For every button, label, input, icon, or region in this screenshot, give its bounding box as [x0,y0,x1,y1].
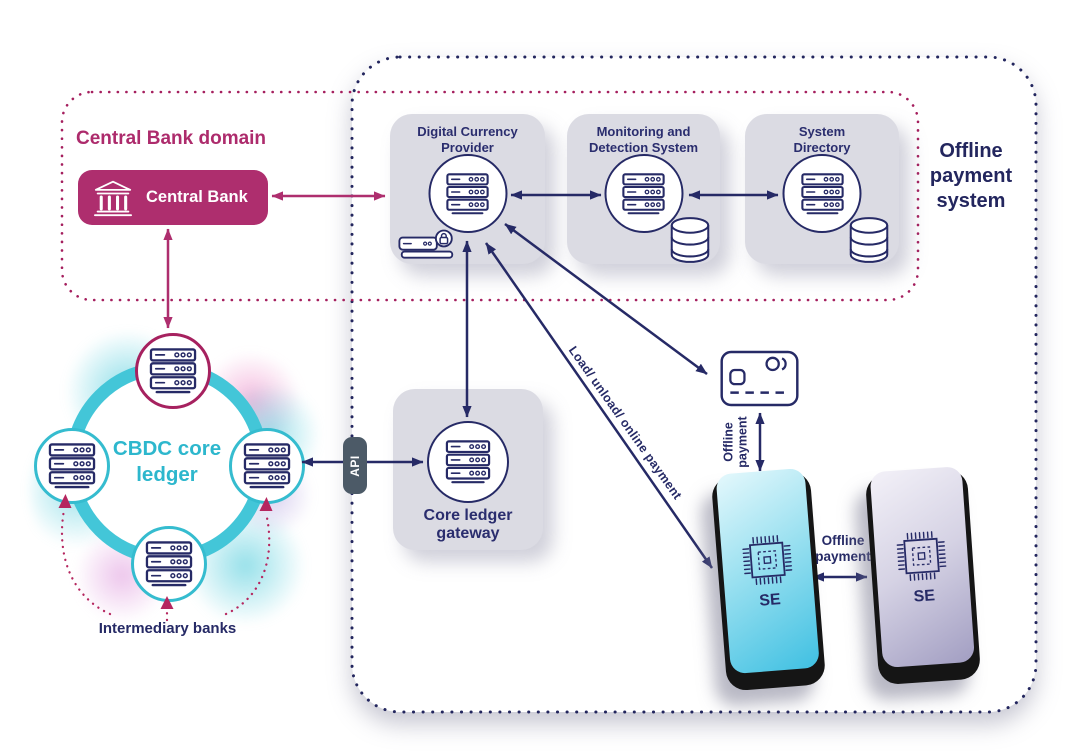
bank-icon [92,179,134,217]
api-pill: API [343,437,367,494]
sd-server-hub [782,154,862,233]
phone-left-screen: SE [715,467,820,675]
offline-payment-p2p-label: Offline payment [815,533,871,564]
api-label: API [347,454,362,477]
cbdc-node-right [229,428,305,504]
cbdc-node-central-bank [135,333,211,409]
server-icon [47,443,97,489]
server-icon [144,541,194,587]
gateway-server-hub [427,421,509,503]
cbdc-node-left [34,428,110,504]
central-bank-label: Central Bank [146,188,248,206]
server-icon [148,348,198,394]
hsm-lock-icon [398,229,456,261]
server-icon [446,173,490,215]
phone-right-screen: SE [869,466,976,668]
intermediary-banks-label: Intermediary banks [98,620,237,637]
central-bank-button: Central Bank [78,170,268,225]
server-icon [445,440,491,484]
phone-left: SE [710,467,827,692]
se-chip-icon [738,531,796,589]
server-icon [622,173,666,215]
dcp-server-hub [428,154,507,233]
database-icon [669,216,711,264]
se-label: SE [913,586,936,606]
cbdc-node-bottom [131,526,207,602]
central-bank-domain-title: Central Bank domain [76,128,267,149]
server-icon [242,443,292,489]
database-icon [848,216,890,264]
se-chip-icon [893,527,951,585]
mds-server-hub [604,154,683,233]
payment-card-icon [720,350,799,407]
phone-right: SE [864,466,982,686]
offline-payment-card-label: Offline payment [721,416,750,468]
server-icon [800,173,844,215]
offline-payment-system-title: Offline payment system [929,140,1013,212]
se-label: SE [758,590,782,610]
